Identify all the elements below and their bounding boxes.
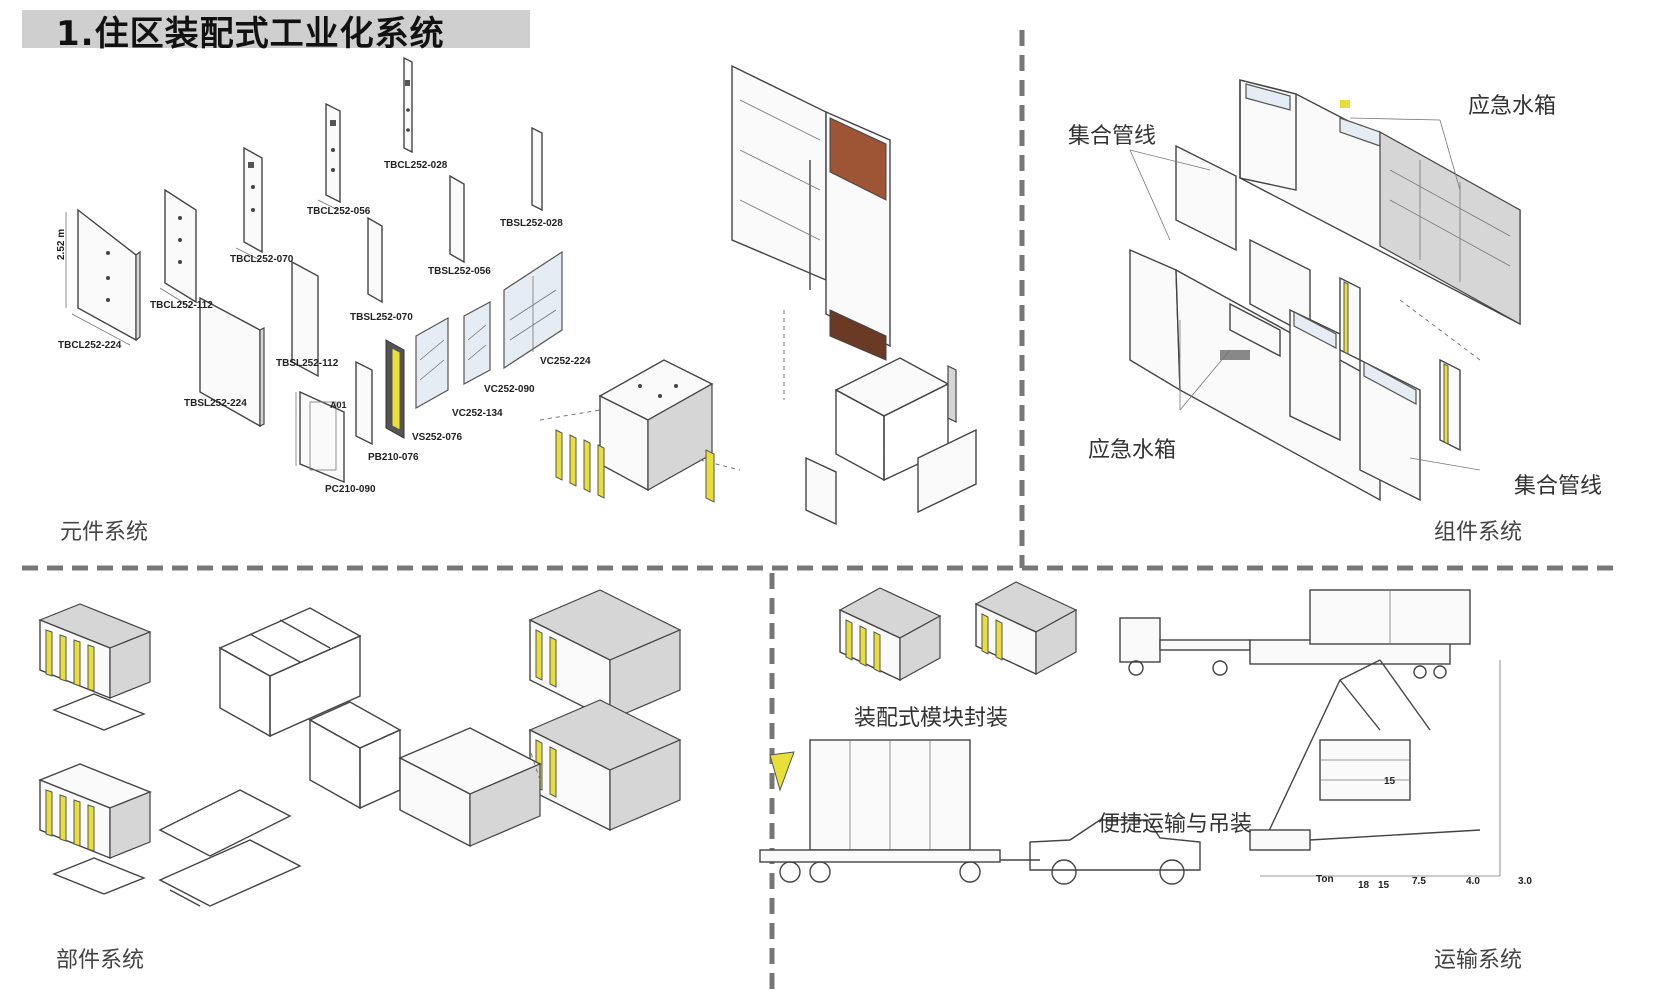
callout-pipes-bottom: 集合管线 [1514, 474, 1603, 499]
panel-tbcl-070 [235, 146, 263, 261]
door-pb210 [355, 360, 373, 446]
wall-section-drawing [731, 64, 891, 400]
door-tag: A01 [330, 400, 347, 410]
component-modules-drawing [1129, 79, 1521, 502]
section-label-element: 元件系统 [60, 520, 149, 545]
panel-tbsl-028 [531, 126, 543, 212]
panel-tbcl-028 [403, 56, 413, 154]
crane-drawing [1249, 659, 1501, 877]
assembled-unit-drawing [539, 359, 741, 503]
code-c13: VS252-076 [412, 432, 463, 443]
crane-unit: Ton [1316, 874, 1334, 885]
code-c12: PB210-076 [368, 452, 419, 463]
code-c3: TBCL252-070 [230, 254, 294, 265]
callout-module-pack: 装配式模块封装 [854, 706, 1009, 731]
trailer-pickup [759, 739, 1201, 885]
frame-skeleton [308, 701, 402, 810]
code-c8: TBSL252-070 [350, 312, 413, 323]
code-c16: VC252-224 [540, 356, 591, 367]
section-label-part: 部件系统 [56, 948, 145, 973]
code-c10: TBSL252-028 [500, 218, 563, 229]
height-dimension: 2.52 m [56, 228, 67, 260]
window-vc252-134 [415, 316, 449, 410]
part-frames-drawing [38, 589, 682, 907]
code-c14: VC252-134 [452, 408, 503, 419]
code-c4: TBCL252-056 [307, 206, 371, 217]
panel-tbcl-224 [65, 208, 141, 346]
crane-boom: 15 [1384, 776, 1396, 787]
crane-v3: 7.5 [1412, 876, 1426, 887]
code-c5: TBCL252-028 [384, 160, 448, 171]
callout-tank-bottom: 应急水箱 [1088, 438, 1177, 463]
panel-tbsl-070 [367, 216, 383, 304]
section-label-transport: 运输系统 [1434, 948, 1523, 973]
door-pc210 [295, 390, 345, 484]
element-panels-drawing [65, 56, 977, 526]
code-c11: PC210-090 [325, 484, 376, 495]
packaged-modules [838, 581, 1078, 682]
frame-box-large [218, 607, 362, 738]
floor-grids [158, 789, 302, 907]
crane-v2: 15 [1378, 880, 1390, 891]
window-vs252-076 [385, 339, 405, 439]
panel-tbsl-056 [449, 174, 465, 264]
section-label-component: 组件系统 [1434, 520, 1523, 545]
callout-tank-top: 应急水箱 [1468, 94, 1557, 119]
window-vc252-224 [503, 250, 563, 370]
code-c2: TBCL252-112 [150, 300, 213, 311]
crane-v1: 18 [1358, 880, 1370, 891]
title-bar [22, 10, 530, 48]
module-stack-left [38, 603, 152, 895]
code-c6: TBSL252-224 [184, 398, 247, 409]
module-frame-drawing [805, 357, 977, 526]
truck-top [1119, 589, 1471, 679]
component-leaders [1129, 117, 1481, 471]
panel-tbsl-112 [291, 260, 319, 378]
code-c1: TBCL252-224 [58, 340, 122, 351]
crane-v5: 3.0 [1518, 876, 1532, 887]
window-vc252-090 [463, 300, 491, 386]
module-stack-right [398, 589, 682, 848]
callout-pipes-top: 集合管线 [1068, 124, 1157, 149]
panel-tbcl-112 [159, 188, 197, 309]
code-c7: TBSL252-112 [276, 358, 339, 369]
code-c15: VC252-090 [484, 384, 535, 395]
transport-drawing [759, 581, 1501, 885]
crane-v4: 4.0 [1466, 876, 1480, 887]
code-c9: TBSL252-056 [428, 266, 491, 277]
callout-transport-lift: 便捷运输与吊装 [1098, 812, 1253, 837]
panel-tbcl-056 [317, 102, 341, 211]
page-title: 1.住区装配式工业化系统 [56, 14, 445, 54]
